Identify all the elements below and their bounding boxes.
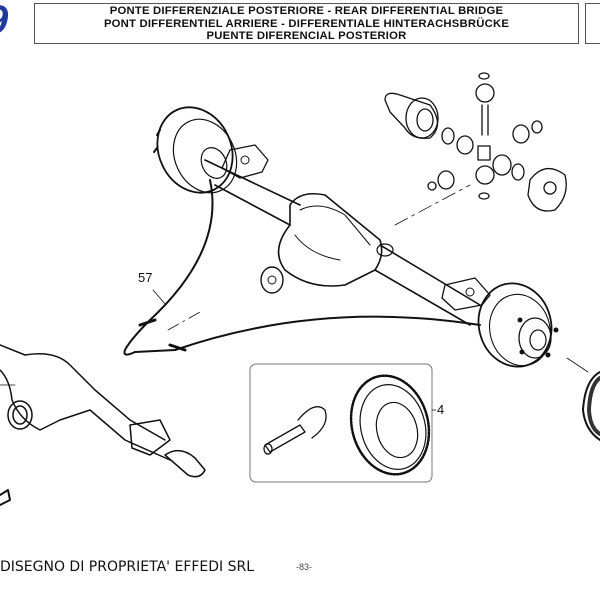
side-gear-flange xyxy=(527,168,567,212)
brake-cable xyxy=(123,179,481,356)
title-box: PONTE DIFFERENZIALE POSTERIORE - REAR DI… xyxy=(34,3,579,44)
left-brake-drum xyxy=(153,106,238,194)
differential-housing xyxy=(260,192,394,294)
exploded-parts-drawing: 57 4 xyxy=(0,72,600,506)
crown-ring-gear xyxy=(349,374,431,476)
side-box xyxy=(585,3,600,44)
section-number: 9 xyxy=(0,0,8,43)
callout-4: 4 xyxy=(437,402,444,417)
differential-exploded-view xyxy=(384,72,567,212)
pinion-gear xyxy=(263,406,327,455)
crown-pinion-kit-inset xyxy=(249,363,437,483)
title-line-it-en: PONTE DIFFERENZIALE POSTERIORE - REAR DI… xyxy=(109,5,504,17)
brake-drum-partial xyxy=(566,357,600,441)
axle-housing-secondary-view xyxy=(0,344,206,506)
rear-axle-assembly xyxy=(153,106,559,368)
page-number: -83- xyxy=(296,562,313,572)
left-spring-pad xyxy=(221,144,269,179)
callout-57: 57 xyxy=(138,270,152,285)
right-wheel-hub xyxy=(477,282,559,368)
title-line-es: PUENTE DIFERENCIAL POSTERIOR xyxy=(206,30,407,42)
copyright-notice: DISEGNO DI PROPRIETA' EFFEDI SRL xyxy=(0,559,255,575)
title-line-fr-de: PONT DIFFERENTIEL ARRIERE - DIFFERENTIAL… xyxy=(103,17,510,30)
